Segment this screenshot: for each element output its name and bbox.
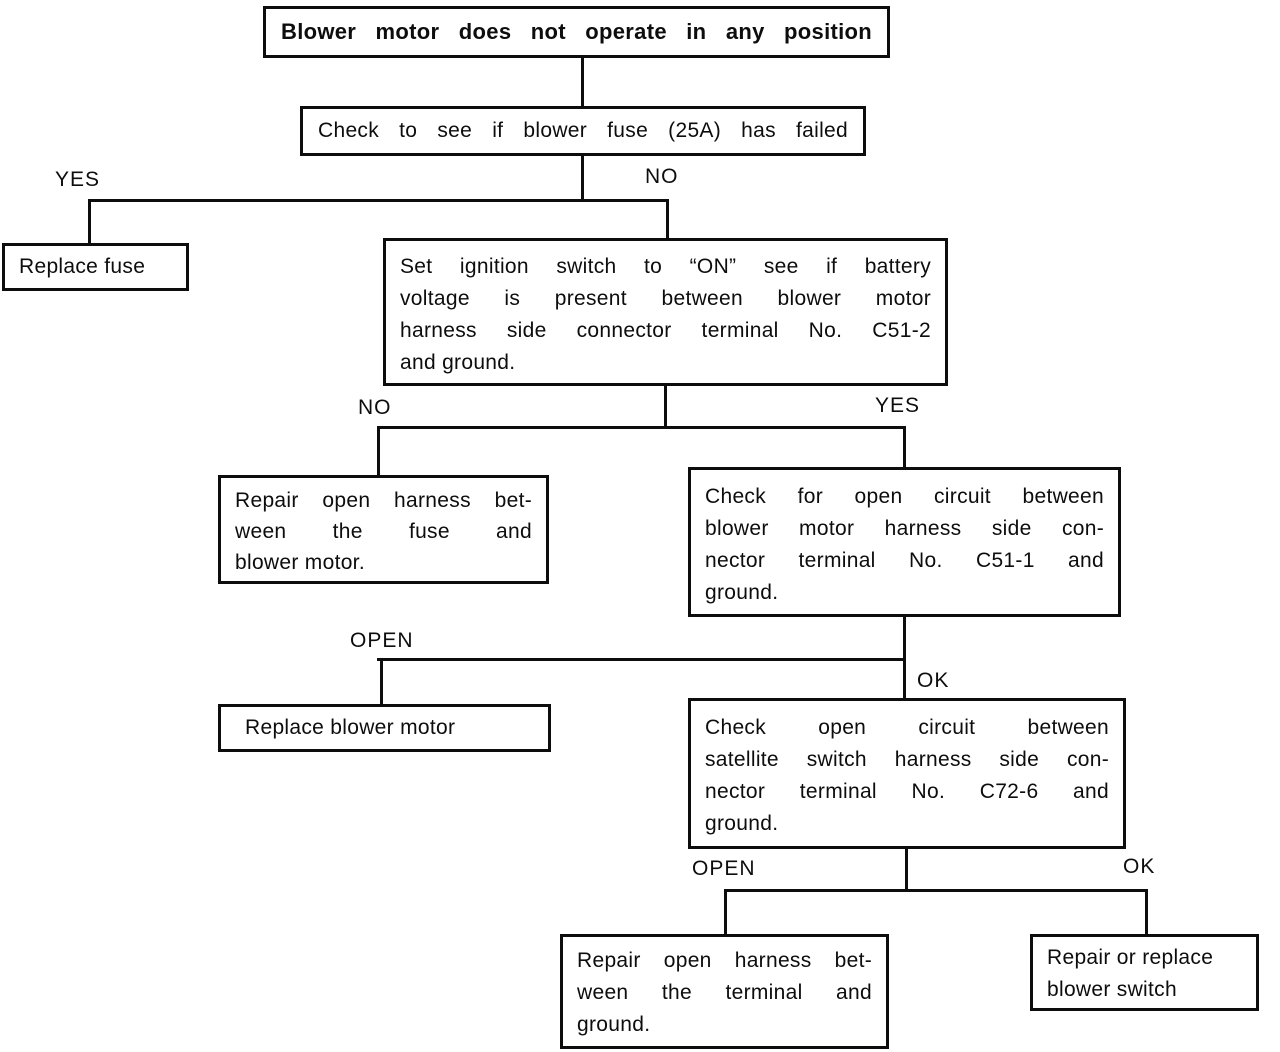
edge-branch3-open-drop xyxy=(380,658,383,704)
edge-label-no-fuse-failed: NO xyxy=(645,165,679,189)
edge-label-ok-c72-6: OK xyxy=(1123,855,1156,879)
node-check-fuse-text: Check to see if blower fuse (25A) has fa… xyxy=(318,119,848,142)
node-repair-fuse-harness-line: blower motor. xyxy=(235,551,365,574)
node-check-c72-6-line: ground. xyxy=(705,812,779,835)
node-check-c72-6: Check open circuit between satellite swi… xyxy=(688,698,1126,849)
edge-branch4-ok-drop xyxy=(1145,889,1148,934)
node-check-voltage: Set ignition switch to “ON” see if batte… xyxy=(383,238,948,386)
node-repair-switch-line: Repair or replace xyxy=(1047,946,1214,969)
node-replace-blower-motor: Replace blower motor xyxy=(218,704,551,752)
edge-label-open-c72-6: OPEN xyxy=(692,857,756,881)
node-check-c51-1: Check for open circuit between blower mo… xyxy=(688,467,1121,617)
node-check-voltage-line: harness side connector terminal No. C51-… xyxy=(400,319,931,342)
node-check-voltage-line: voltage is present between blower motor xyxy=(400,287,931,310)
edge-label-yes-fuse-failed: YES xyxy=(55,168,101,192)
edge-checkvoltage-down xyxy=(664,386,667,429)
edge-branch1-no-drop xyxy=(666,199,669,238)
node-check-c51-1-line: nector terminal No. C51-1 and xyxy=(705,549,1104,572)
node-replace-blower-motor-text: Replace blower motor xyxy=(245,716,456,739)
edge-label-no-voltage: NO xyxy=(358,396,392,420)
node-start: Blower motor does not operate in any pos… xyxy=(263,6,890,58)
node-check-c51-1-line: blower motor harness side con- xyxy=(705,517,1104,540)
node-repair-switch: Repair or replace blower switch xyxy=(1030,934,1259,1011)
node-check-fuse: Check to see if blower fuse (25A) has fa… xyxy=(300,106,866,156)
node-replace-fuse-text: Replace fuse xyxy=(19,255,146,278)
node-check-voltage-line: Set ignition switch to “ON” see if batte… xyxy=(400,255,931,278)
edge-label-ok-c51-1: OK xyxy=(917,669,950,693)
node-repair-switch-line: blower switch xyxy=(1047,978,1177,1001)
edge-label-open-c51-1: OPEN xyxy=(350,629,414,653)
node-check-c72-6-line: nector terminal No. C72-6 and xyxy=(705,780,1109,803)
node-repair-ground-harness-line: ween the terminal and xyxy=(577,981,872,1004)
edge-branch1-yes-drop xyxy=(88,199,91,243)
edge-branch4-horizontal xyxy=(724,889,1148,892)
node-check-c51-1-line: ground. xyxy=(705,581,779,604)
edge-checkfuse-down xyxy=(581,156,584,202)
edge-checkc726-down xyxy=(905,849,908,892)
node-repair-ground-harness-line: ground. xyxy=(577,1013,651,1036)
node-start-text: Blower motor does not operate in any pos… xyxy=(281,19,872,44)
node-repair-fuse-harness: Repair open harness bet- ween the fuse a… xyxy=(218,475,549,584)
node-repair-fuse-harness-line: ween the fuse and xyxy=(235,520,532,543)
node-check-c72-6-line: Check open circuit between xyxy=(705,716,1109,739)
node-repair-ground-harness: Repair open harness bet- ween the termin… xyxy=(560,934,889,1049)
node-check-c51-1-line: Check for open circuit between xyxy=(705,485,1104,508)
edge-branch2-yes-drop xyxy=(903,426,906,467)
edge-branch2-horizontal xyxy=(377,426,906,429)
node-replace-fuse: Replace fuse xyxy=(2,243,189,291)
edge-label-yes-voltage: YES xyxy=(875,394,921,418)
node-check-voltage-line: and ground. xyxy=(400,351,516,374)
edge-branch1-horizontal xyxy=(88,199,669,202)
edge-branch2-no-drop xyxy=(377,426,380,475)
node-repair-fuse-harness-line: Repair open harness bet- xyxy=(235,489,532,512)
edge-branch3-horizontal xyxy=(377,658,906,661)
edge-start-to-checkfuse xyxy=(581,58,584,106)
edge-checkc511-down xyxy=(903,617,906,698)
node-repair-ground-harness-line: Repair open harness bet- xyxy=(577,949,872,972)
node-check-c72-6-line: satellite switch harness side con- xyxy=(705,748,1109,771)
edge-branch4-open-drop xyxy=(724,889,727,934)
